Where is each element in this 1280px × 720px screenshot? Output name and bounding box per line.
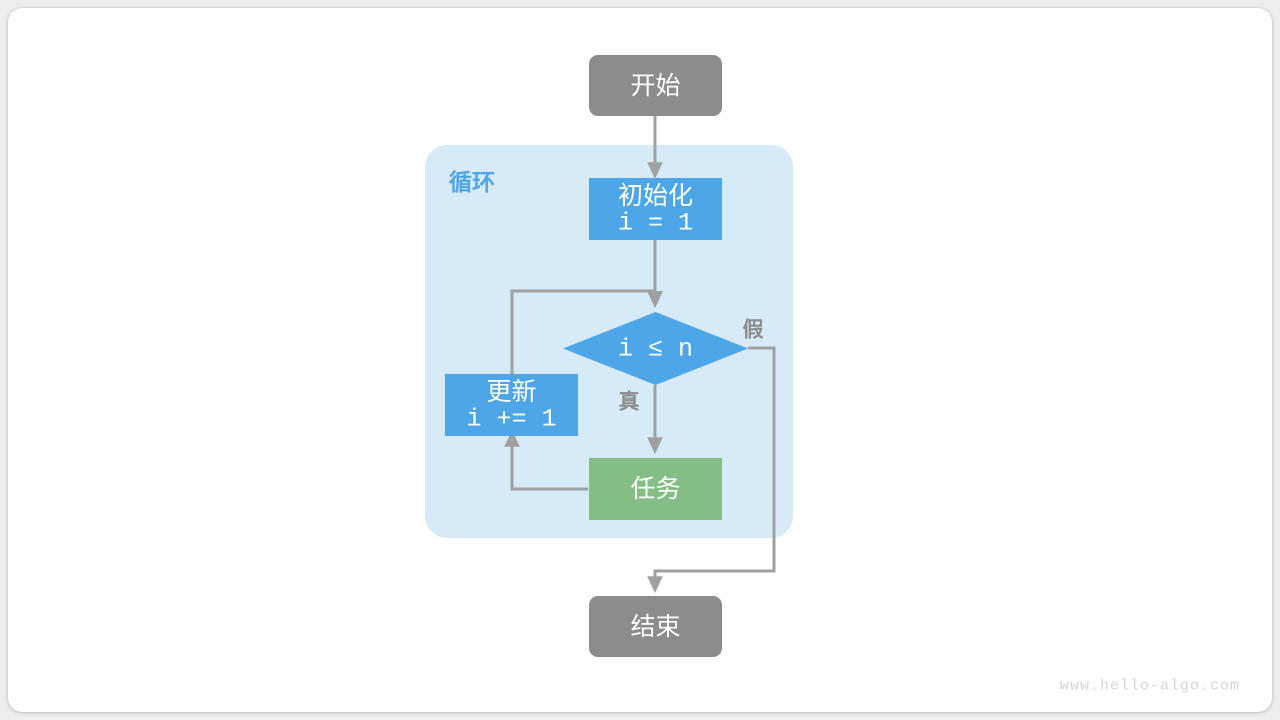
diagram-canvas: 循环 真 假 开始 初始化 i = 1 i ≤ n	[8, 8, 1272, 712]
watermark: www.hello-algo.com	[1060, 678, 1240, 695]
edge-label-true: 真	[619, 390, 640, 414]
node-condition-label: i ≤ n	[618, 335, 693, 364]
node-end[interactable]: 结束	[589, 596, 722, 657]
node-start[interactable]: 开始	[589, 55, 722, 116]
flowchart-svg: 循环 真 假 开始 初始化 i = 1 i ≤ n	[425, 55, 1240, 695]
node-update-label-line2: i += 1	[466, 405, 556, 434]
node-update-label-line1: 更新	[486, 378, 536, 406]
node-task-label: 任务	[630, 475, 680, 503]
node-init-label-line2: i = 1	[618, 209, 693, 238]
edge-task-to-update	[504, 429, 588, 491]
edge-label-false: 假	[743, 319, 764, 342]
node-init-label-line1: 初始化	[618, 182, 693, 210]
node-init[interactable]: 初始化 i = 1	[589, 178, 722, 240]
node-update[interactable]: 更新 i += 1	[445, 374, 578, 436]
edge-update-to-condition	[510, 289, 663, 374]
node-task[interactable]: 任务	[589, 458, 722, 520]
node-end-label: 结束	[630, 613, 680, 641]
node-condition[interactable]: i ≤ n	[563, 312, 748, 385]
edge-condition-to-end	[647, 346, 776, 594]
node-start-label: 开始	[630, 72, 680, 100]
loop-container-label: 循环	[449, 169, 495, 195]
